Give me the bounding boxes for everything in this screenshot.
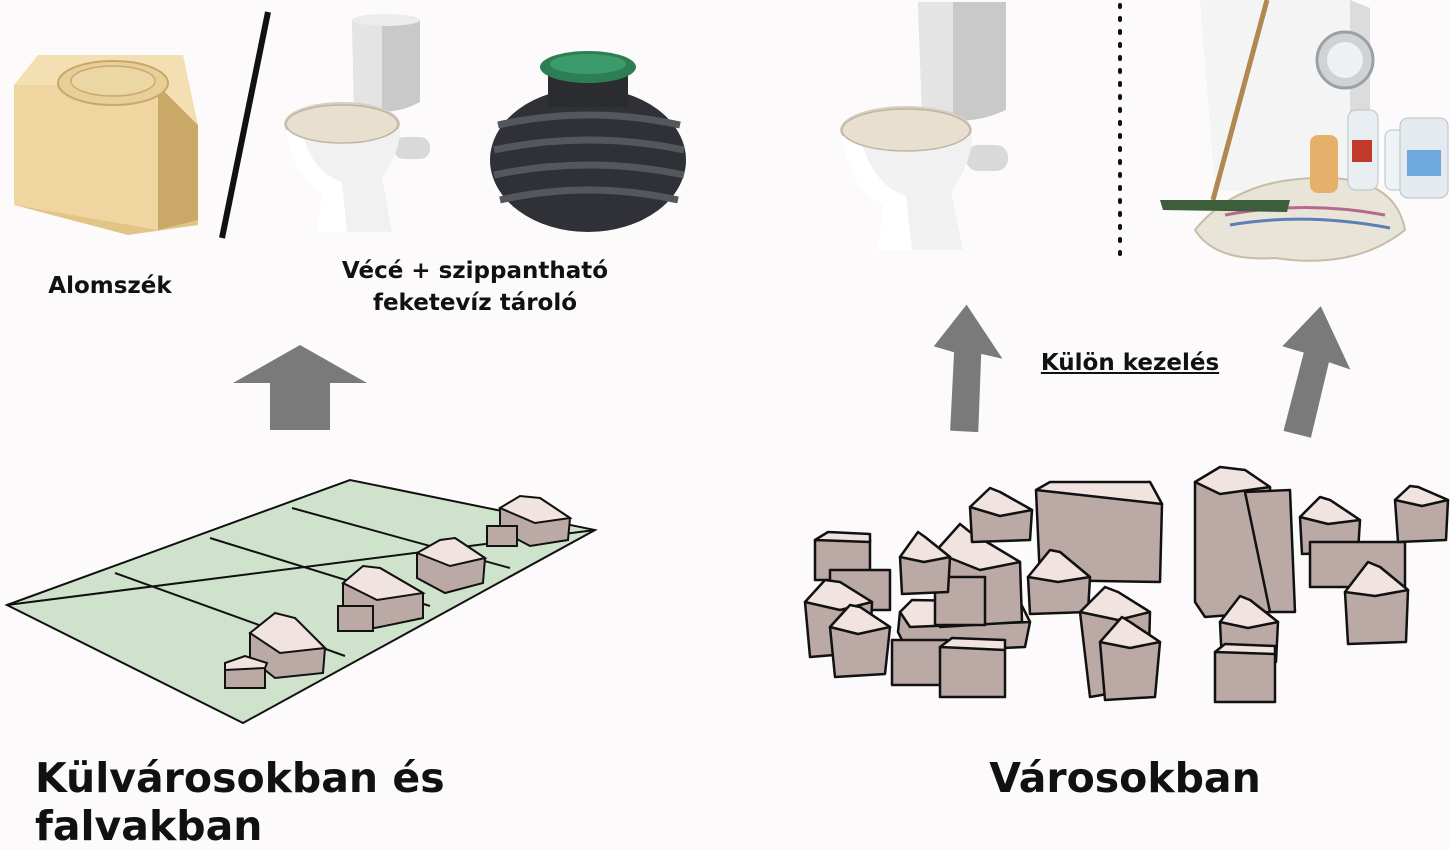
kulon-kezeles-label: Külön kezelés [1040,350,1220,376]
house [486,494,573,548]
toilet-icon [284,14,430,232]
toilet-icon [840,2,1008,250]
up-arrow-icon [1282,306,1351,438]
laundry-cleaning-icon [1160,0,1449,262]
up-arrow-icon [233,345,367,430]
alomszek-label: Alomszék [48,273,172,299]
vece-label-line2: feketevíz tároló [372,290,578,316]
left-bottom-title: Külvárosokban és falvakban [35,754,445,850]
up-arrow-icon [933,304,1003,433]
suburban-plots-illustration [4,478,598,725]
dotted-separator [1118,3,1122,264]
house [337,564,426,632]
composting-toilet-icon [14,55,198,235]
septic-tank-icon [490,51,686,232]
house [224,611,328,689]
vece-label-line1: Vécé + szippantható [341,258,609,284]
right-bottom-title: Városokban [989,754,1261,802]
separator-line [219,11,271,239]
city-buildings-illustration [803,465,1450,704]
house [414,536,488,595]
